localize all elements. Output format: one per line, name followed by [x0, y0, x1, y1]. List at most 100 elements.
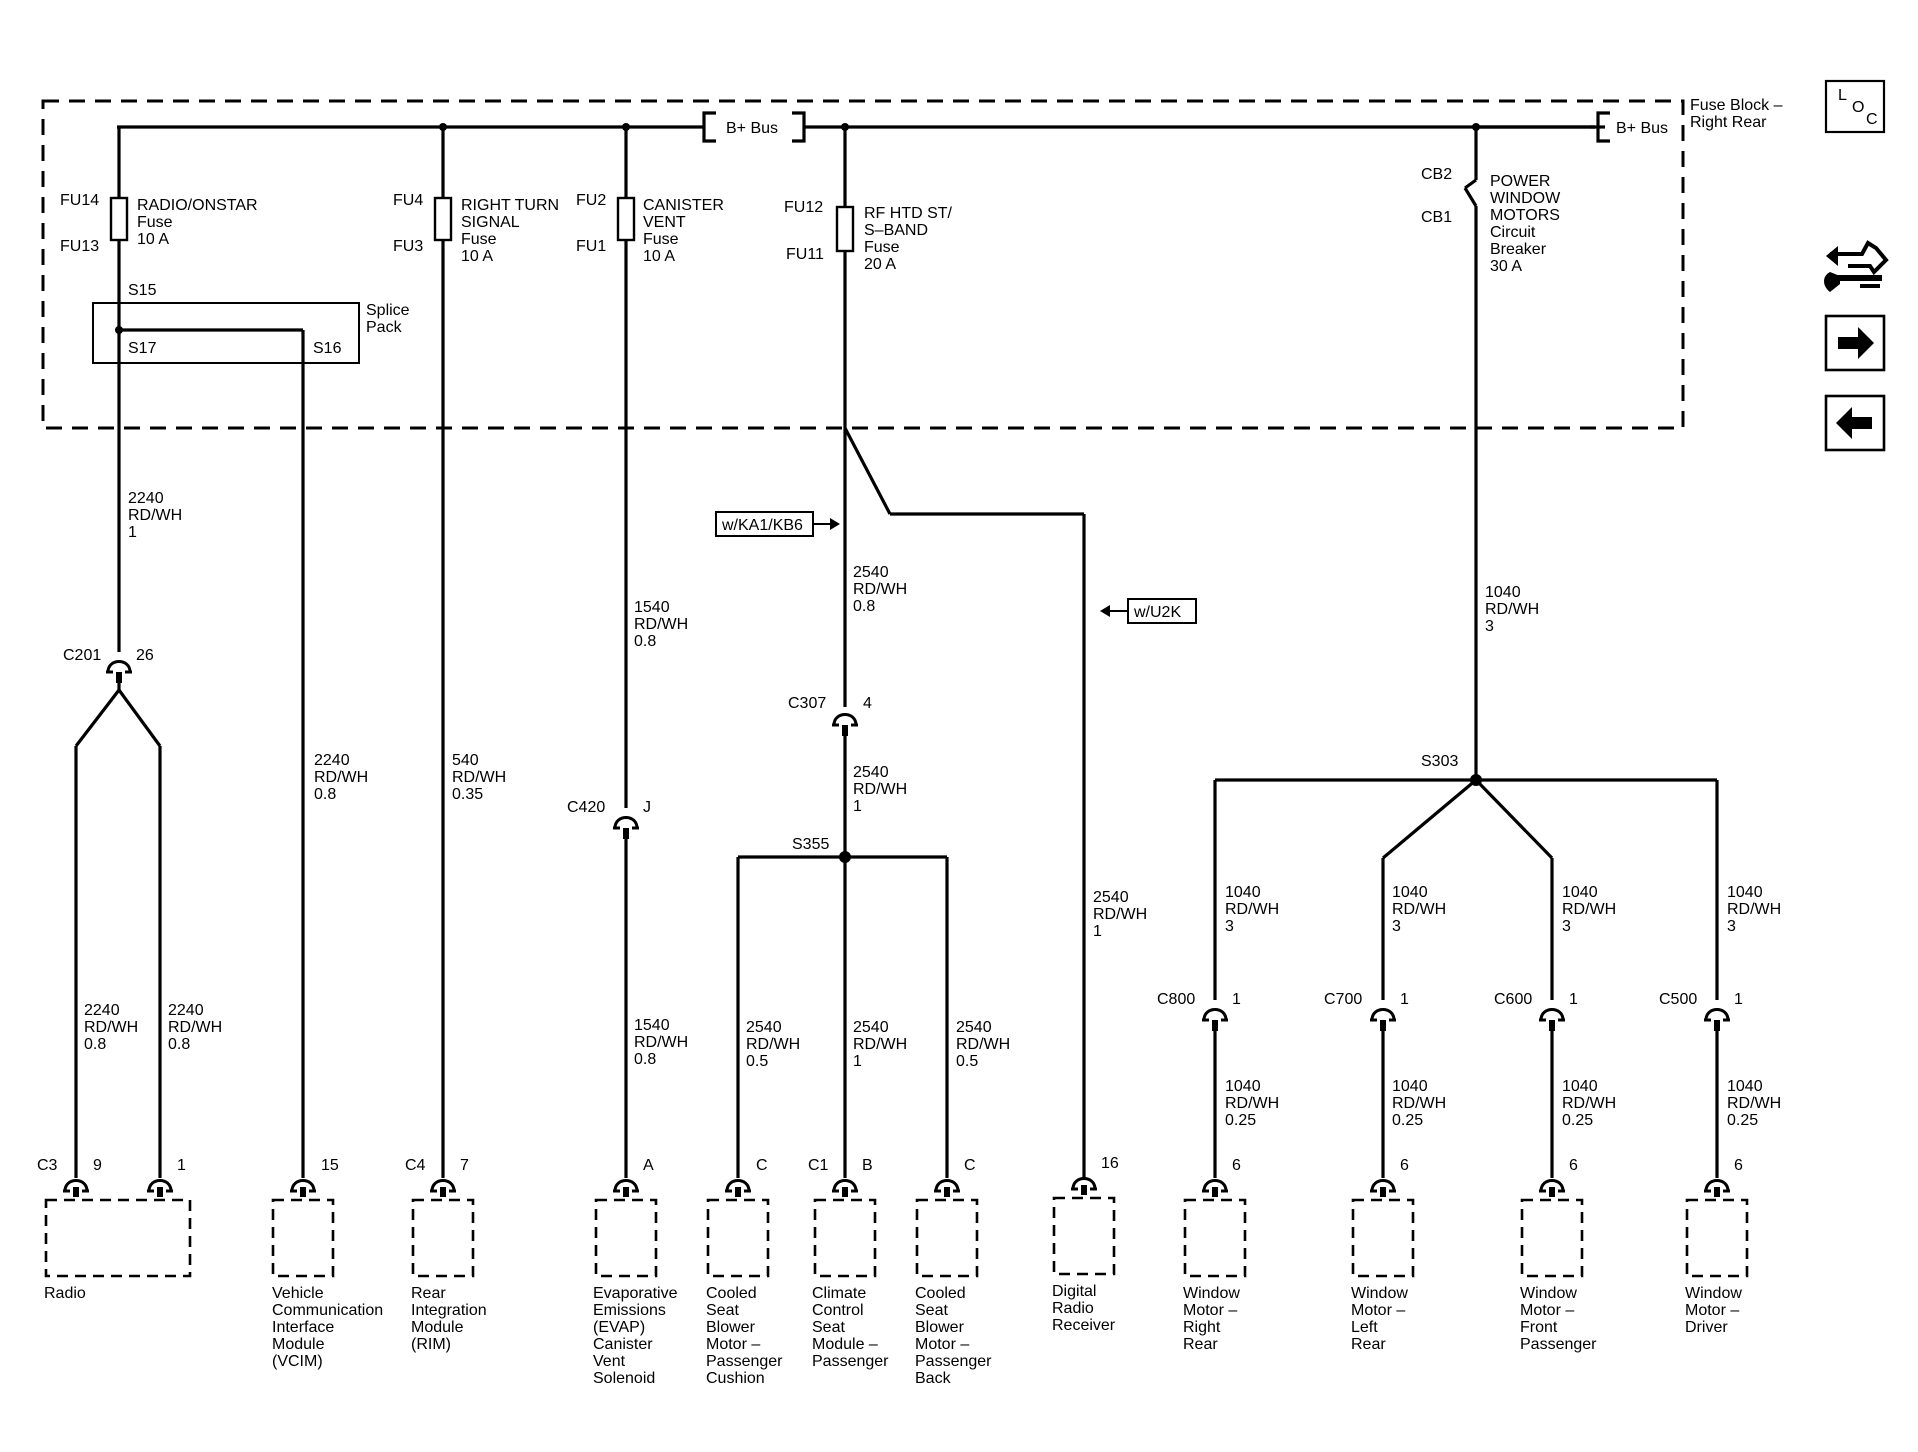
component-pin: 6 — [1734, 1157, 1743, 1174]
wire-label: 0.25 — [1392, 1112, 1423, 1129]
fuse-label: FU3 — [393, 238, 423, 255]
component-name: Motor – — [706, 1336, 760, 1353]
radio-circuit — [74, 660, 162, 1178]
component-name: Interface — [272, 1319, 334, 1336]
component-pin: B — [862, 1157, 873, 1174]
wire-label: 2540 — [1093, 889, 1129, 906]
breaker-label: CB2 — [1421, 166, 1452, 183]
wire-label: 3 — [1562, 918, 1571, 935]
component-name: Front — [1520, 1319, 1558, 1336]
wire-label: 1540 — [634, 1017, 670, 1034]
fuse-name: VENT — [643, 214, 686, 231]
wire-label: 0.8 — [84, 1036, 106, 1053]
option-tag-ka1-kb6 — [715, 511, 840, 537]
previous-page-icon[interactable] — [1824, 394, 1886, 452]
fuse-name: RADIO/ONSTAR — [137, 197, 258, 214]
connector-label: C800 — [1157, 991, 1195, 1008]
wire-label: RD/WH — [1392, 1095, 1446, 1112]
wire-label: 2240 — [314, 752, 350, 769]
fuse-name: S–BAND — [864, 222, 928, 239]
fuse-label: FU13 — [60, 238, 99, 255]
fuse-rf-htd-st-s-band — [835, 127, 855, 253]
connector-pin: 1 — [1400, 991, 1409, 1008]
component-boxes — [44, 1196, 1749, 1278]
wire-label: 2540 — [853, 764, 889, 781]
component-name: Right — [1183, 1319, 1221, 1336]
component-name: Window — [1520, 1285, 1577, 1302]
wire-label: RD/WH — [956, 1036, 1010, 1053]
loc-icon[interactable]: L O C — [1824, 79, 1886, 134]
component-name: Passenger — [915, 1353, 992, 1370]
fuse-rating: 10 A — [643, 248, 675, 265]
component-pin: 15 — [321, 1157, 339, 1174]
wire-label: 3 — [1392, 918, 1401, 935]
component-name: Driver — [1685, 1319, 1728, 1336]
wire-label: RD/WH — [1225, 1095, 1279, 1112]
component-name: Module — [272, 1336, 325, 1353]
component-name: Canister — [593, 1336, 653, 1353]
next-page-icon[interactable] — [1824, 314, 1886, 372]
component-name: Evaporative — [593, 1285, 678, 1302]
connector-view-icon[interactable] — [1824, 240, 1889, 292]
fuse-rating: 20 A — [864, 256, 896, 273]
component-name: Solenoid — [593, 1370, 655, 1387]
wire-label: RD/WH — [1727, 901, 1781, 918]
wire-label: 0.8 — [853, 598, 875, 615]
fuse-name: Fuse — [864, 239, 900, 256]
breaker-name: Breaker — [1490, 241, 1547, 258]
wire-label: 1 — [128, 524, 137, 541]
wire-label: 0.8 — [634, 633, 656, 650]
component-name: Radio — [44, 1285, 86, 1302]
wire-label: 1040 — [1727, 884, 1763, 901]
connector-label: C201 — [63, 647, 101, 664]
wire-label: 3 — [1727, 918, 1736, 935]
wire-label: RD/WH — [314, 769, 368, 786]
fuse-block-title: Fuse Block – — [1690, 97, 1783, 114]
wire-label: RD/WH — [128, 507, 182, 524]
wire-label: 0.35 — [452, 786, 483, 803]
fuse-label: FU2 — [576, 192, 606, 209]
component-name: Emissions — [593, 1302, 666, 1319]
component-name: Window — [1183, 1285, 1240, 1302]
wire-label: RD/WH — [634, 1034, 688, 1051]
component-name: Left — [1351, 1319, 1378, 1336]
component-pin: C — [756, 1157, 768, 1174]
power-window-circuit — [1200, 774, 1732, 1178]
fuse-name: CANISTER — [643, 197, 724, 214]
splice-label: S355 — [792, 836, 829, 853]
wire-label: 1040 — [1225, 1078, 1261, 1095]
fuse-name: SIGNAL — [461, 214, 520, 231]
wire-label: 0.25 — [1562, 1112, 1593, 1129]
component-name: Motor – — [915, 1336, 969, 1353]
bus-label: B+ Bus — [726, 120, 778, 137]
option-tag-u2k — [1100, 598, 1197, 624]
splice-label: S303 — [1421, 753, 1458, 770]
splice-label: S17 — [128, 340, 157, 357]
component-name: Window — [1351, 1285, 1408, 1302]
option-label: w/U2K — [1133, 604, 1181, 621]
circuit-breaker-power-window — [1463, 127, 1478, 780]
component-pin: A — [643, 1157, 654, 1174]
component-pin: 9 — [93, 1157, 102, 1174]
wire-label: RD/WH — [1225, 901, 1279, 918]
breaker-name: WINDOW — [1490, 190, 1561, 207]
wire-label: 0.25 — [1727, 1112, 1758, 1129]
component-name: Rear — [1183, 1336, 1218, 1353]
fuse-right-turn-signal — [433, 127, 453, 242]
wire-label: 0.8 — [314, 786, 336, 803]
component-name: Back — [915, 1370, 952, 1387]
component-name: Blower — [706, 1319, 756, 1336]
wire-label: RD/WH — [746, 1036, 800, 1053]
splice-pack — [92, 240, 360, 1178]
wire-label: RD/WH — [1562, 1095, 1616, 1112]
fuse-block-outline — [41, 99, 1685, 430]
component-name: Module — [411, 1319, 464, 1336]
wire-label: 2540 — [853, 564, 889, 581]
wire-label: 1 — [853, 1053, 862, 1070]
splice-label: S15 — [128, 282, 157, 299]
wire-label: 3 — [1225, 918, 1234, 935]
svg-text:O: O — [1852, 99, 1864, 116]
component-name: (RIM) — [411, 1336, 451, 1353]
breaker-rating: 30 A — [1490, 258, 1522, 275]
component-name: Blower — [915, 1319, 965, 1336]
